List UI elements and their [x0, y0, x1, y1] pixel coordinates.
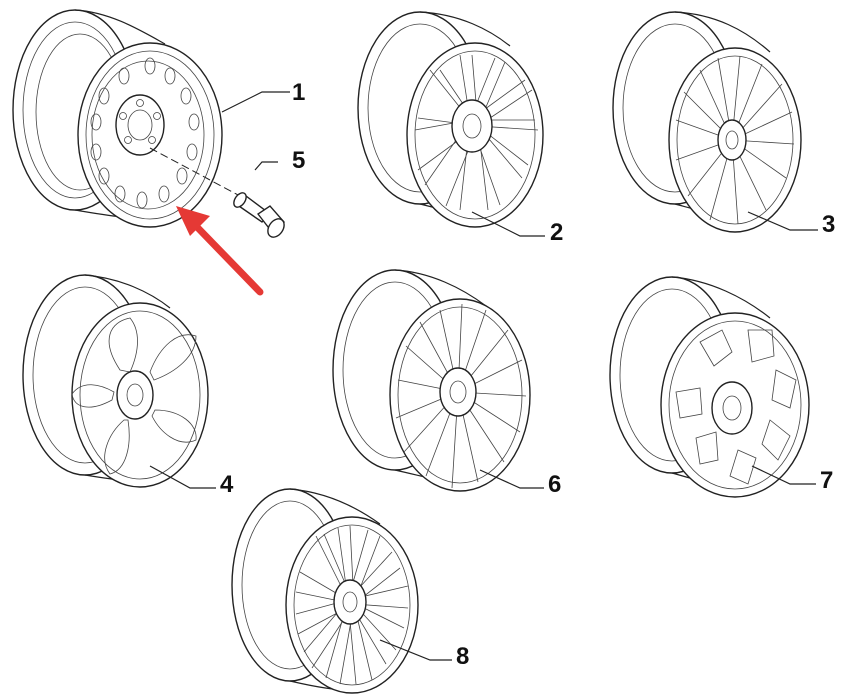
- part-3-alloy-wheel[interactable]: [612, 11, 802, 233]
- callout-3[interactable]: 3: [822, 211, 835, 238]
- leader-2: [471, 211, 545, 237]
- highlight-arrow: [176, 206, 264, 296]
- callout-5[interactable]: 5: [292, 147, 305, 174]
- callout-1[interactable]: 1: [292, 79, 305, 106]
- part-6-alloy-wheel[interactable]: [332, 269, 531, 492]
- part-2-alloy-wheel[interactable]: [357, 11, 544, 228]
- part-1-steel-wheel[interactable]: [12, 9, 223, 228]
- part-7-alloy-wheel[interactable]: [609, 276, 810, 498]
- leader-3: [747, 211, 818, 231]
- callout-7[interactable]: 7: [820, 467, 833, 494]
- leader-lines: [149, 91, 818, 661]
- part-5-wheel-bolt[interactable]: [231, 191, 287, 241]
- bolt-axis-line: [149, 147, 241, 197]
- callout-4[interactable]: 4: [220, 471, 234, 498]
- leader-1: [221, 91, 290, 113]
- callout-2[interactable]: 2: [550, 219, 563, 246]
- callout-8[interactable]: 8: [456, 643, 469, 670]
- part-4-alloy-wheel[interactable]: [22, 274, 209, 488]
- part-8-alloy-wheel[interactable]: [231, 488, 419, 694]
- callout-6[interactable]: 6: [548, 471, 561, 498]
- leader-4: [149, 465, 216, 489]
- leader-5: [254, 161, 278, 171]
- leader-7: [751, 465, 816, 485]
- leader-8: [379, 639, 452, 661]
- leader-6: [479, 469, 544, 489]
